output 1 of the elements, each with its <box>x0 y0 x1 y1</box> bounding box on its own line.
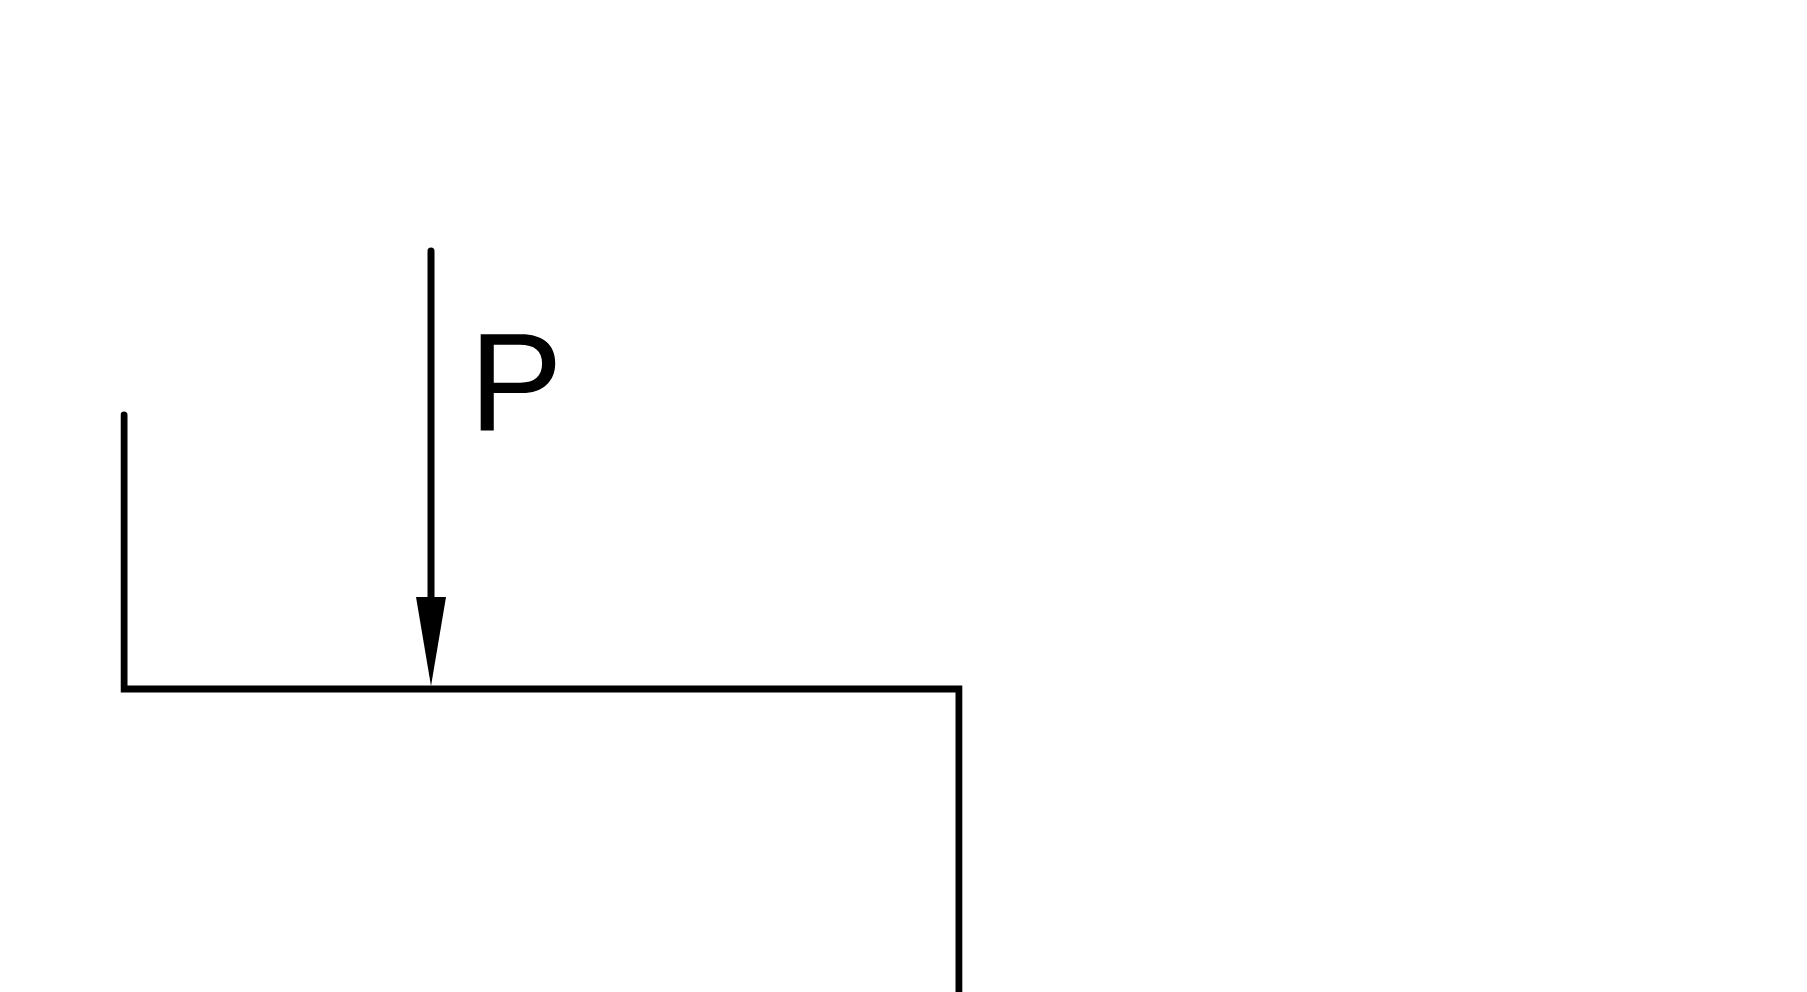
force-label: P <box>480 334 556 431</box>
